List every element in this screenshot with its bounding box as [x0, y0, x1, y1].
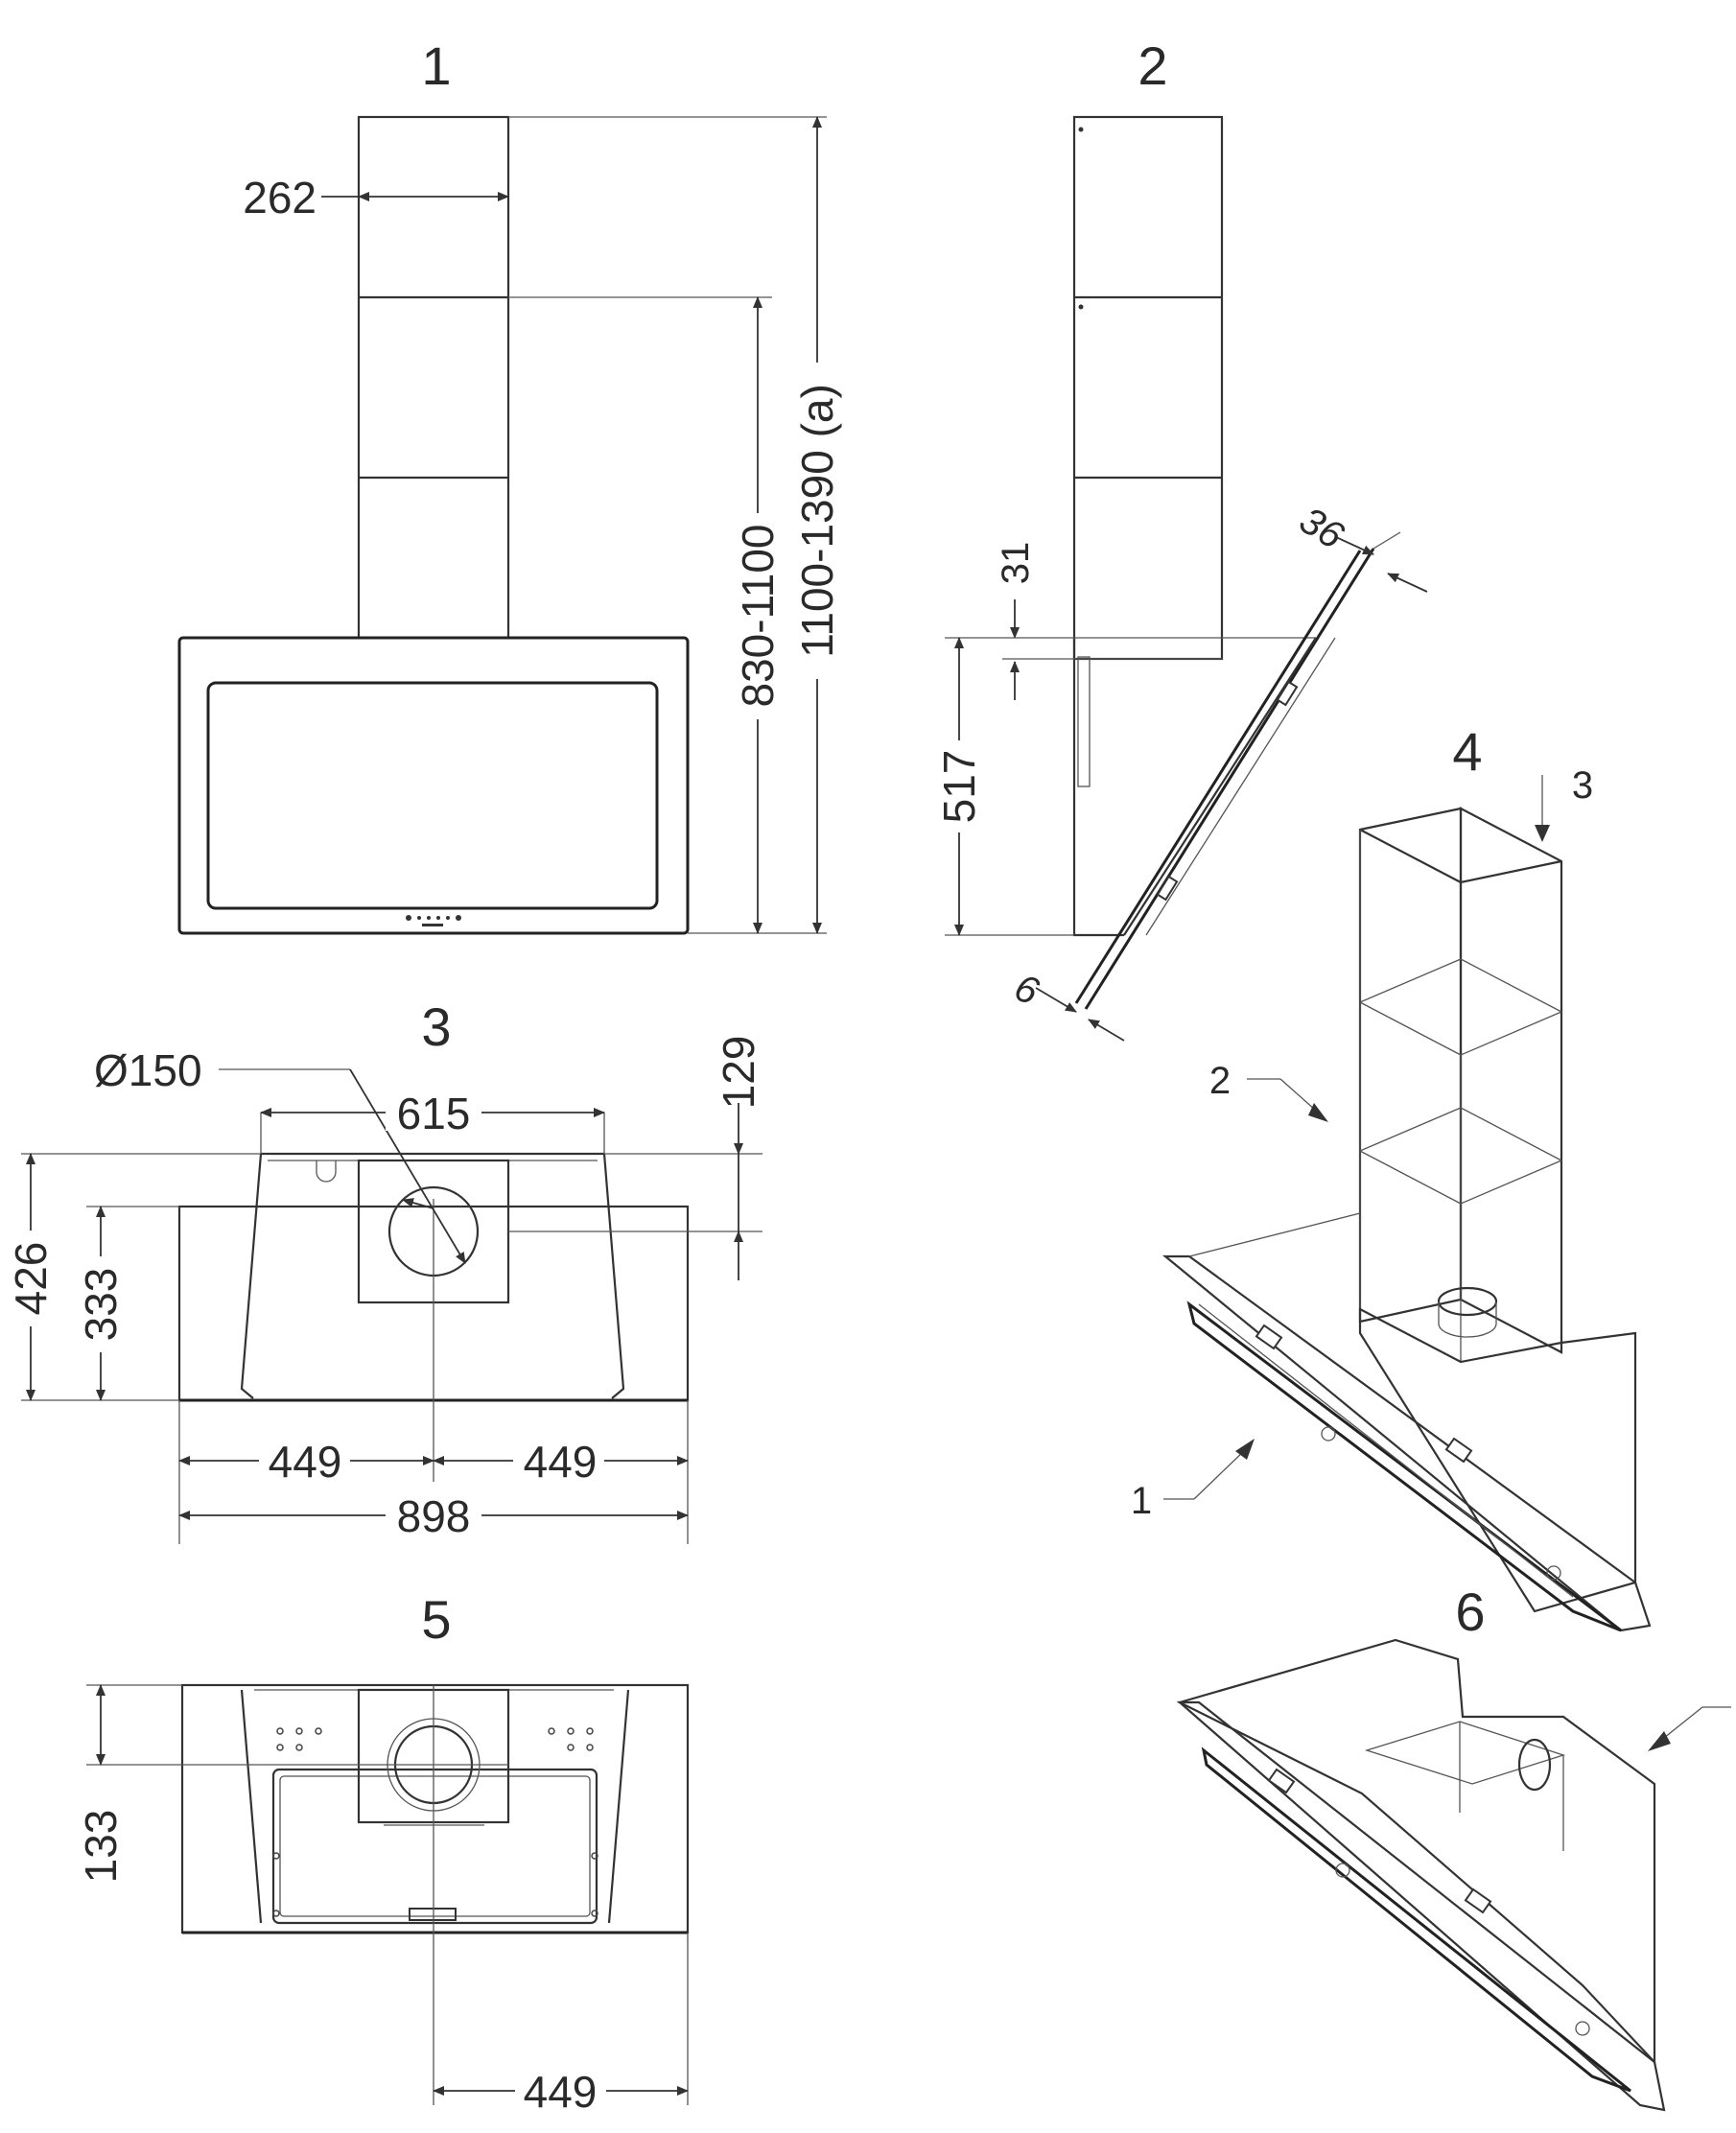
callout-part-3: 3 [1572, 764, 1593, 807]
view-label-6: 6 [1455, 1582, 1485, 1642]
view-label-1: 1 [421, 35, 451, 96]
dim-half-width-bottom: 449 [524, 2067, 598, 2117]
dim-depth-129: 129 [714, 1036, 763, 1110]
dim-height-range: 830-1100 [733, 525, 783, 708]
dim-duct-diameter: Ø150 [94, 1045, 202, 1095]
isometric-mounting-view: 6 [1176, 1582, 1731, 2112]
dim-height-range-alt: 1100-1390 (a) [792, 384, 842, 658]
callout-part-1: 1 [1131, 1480, 1152, 1522]
front-view: 1 262 830-1100 1100-1390 [177, 35, 842, 935]
dim-depth-133: 133 [76, 1810, 126, 1884]
dim-half-width-left: 449 [269, 1437, 342, 1487]
callout-part-2: 2 [1209, 1060, 1231, 1102]
dim-offset-31: 31 [995, 542, 1037, 585]
side-view: 2 36 31 517 6 [934, 35, 1428, 1042]
dim-total-width: 898 [397, 1491, 471, 1541]
view-label-5: 5 [421, 1589, 451, 1650]
dim-angle-36: 36 [1292, 499, 1351, 557]
view-label-2: 2 [1138, 35, 1167, 96]
bottom-view: 5 133 449 [76, 1589, 690, 2117]
view-label-4: 4 [1452, 721, 1482, 782]
dim-width-615: 615 [397, 1089, 471, 1138]
dim-half-width-right: 449 [524, 1437, 598, 1487]
dim-height-517: 517 [934, 750, 984, 824]
control-panel-icon [406, 915, 461, 926]
dim-depth-333: 333 [76, 1268, 126, 1342]
top-view: 3 Ø150 615 12 [6, 996, 763, 1544]
dim-chimney-width-front: 262 [243, 173, 317, 223]
dim-depth-426: 426 [6, 1242, 56, 1316]
isometric-exploded-view: 4 [1131, 721, 1652, 1632]
view-label-3: 3 [421, 996, 451, 1057]
